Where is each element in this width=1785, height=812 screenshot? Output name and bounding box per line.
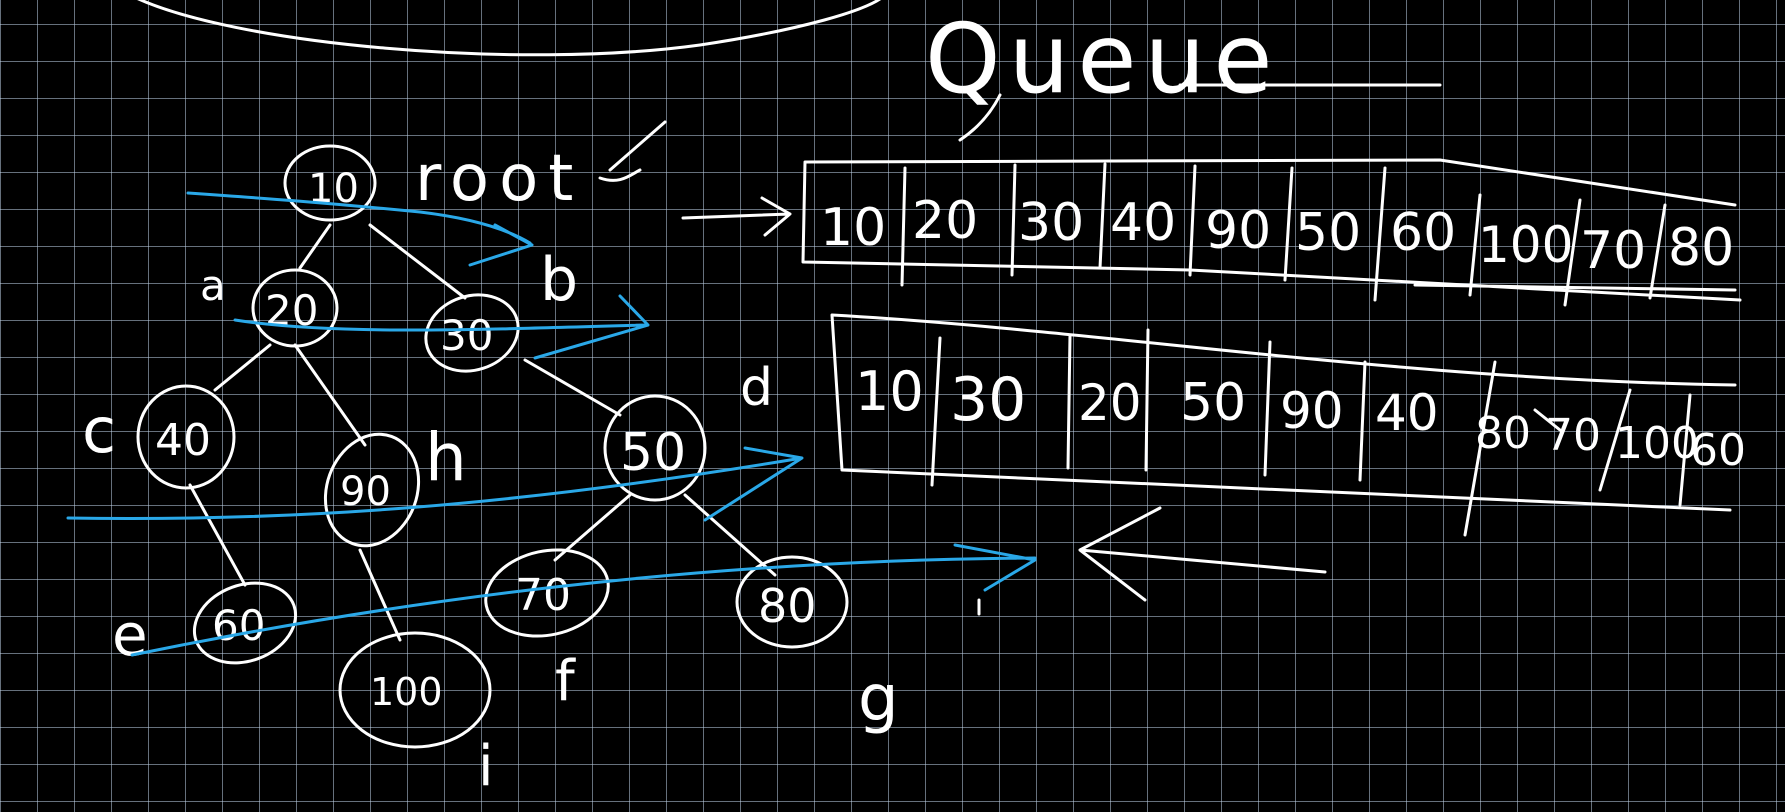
queue-top-cell: 90: [1205, 201, 1271, 261]
queue-top-outline: [801, 158, 1742, 302]
tree-node: 80 g: [735, 555, 899, 736]
queue-bottom-cell: 60: [1690, 425, 1746, 476]
queue-bottom: 10 30 20 50 90 40 80 70 100 60: [830, 313, 1746, 602]
tree-node: 10: [283, 144, 377, 222]
traversal-arrow-level0: [186, 191, 534, 267]
node-tag: g: [858, 662, 899, 736]
node-value: 50: [620, 423, 686, 483]
edge-20-40: [213, 343, 272, 392]
root-underline-hook: [598, 120, 667, 182]
queue-top-cell: 70: [1580, 221, 1646, 281]
queue-top-cell: 50: [1295, 203, 1361, 263]
tree-node: 30 b: [424, 245, 578, 373]
queue-bottom-cell: 40: [1375, 384, 1439, 442]
queue-top-cell: 60: [1390, 203, 1456, 263]
node-tag: b: [540, 245, 578, 315]
queue-bottom-cell: 30: [950, 365, 1026, 435]
tree-node: 50 d: [603, 358, 773, 502]
edge-90-100: [358, 548, 402, 642]
node-value: 100: [370, 670, 443, 714]
queue-top-cell: 10: [820, 198, 886, 258]
queue-bottom-dividers: [930, 328, 1692, 537]
node-tag: a: [200, 261, 226, 310]
queue-top-cell: 20: [912, 191, 978, 251]
node-value: 30: [440, 311, 493, 360]
queue-top: 10 20 30 40 90 50 60 100 70 80: [681, 158, 1742, 307]
heading-tail: [958, 93, 1002, 142]
node-tag: h: [425, 419, 467, 496]
traversal-arrow-level2: [66, 446, 804, 522]
queue-bottom-cell: 20: [1078, 374, 1142, 432]
heading-queue: Queue: [925, 3, 1280, 115]
node-tag: e: [112, 601, 148, 669]
oval-fragment: [137, 0, 882, 57]
tree-nodes: 10 20 a 30 b 40 c 90 h 50 d 60: [82, 144, 899, 799]
tree-node: 60 e: [112, 581, 298, 669]
traversal-arrow-level3: [130, 543, 1037, 657]
node-value: 40: [155, 415, 211, 466]
queue-top-cell: 40: [1110, 193, 1176, 253]
tree-node: 40 c: [82, 384, 236, 490]
tree-node: 90 h: [323, 419, 467, 548]
tree-node: 100 i: [338, 631, 494, 799]
edge-10-30: [368, 223, 467, 300]
node-value: 90: [340, 469, 391, 515]
node-tag: c: [82, 394, 116, 467]
queue-bottom-cell: 100: [1615, 418, 1699, 469]
queue-top-cell: 100: [1478, 216, 1573, 274]
node-tag: i: [478, 734, 494, 799]
edge-10-20: [298, 223, 332, 270]
queue-bottom-arrow: [1078, 506, 1327, 602]
tree-node: 70 f: [484, 548, 610, 714]
node-tag: f: [555, 649, 576, 714]
queue-top-cell: 30: [1018, 193, 1084, 253]
tree-node: 20 a: [200, 261, 339, 348]
queue-top-cell: 80: [1668, 218, 1734, 278]
edge-30-50: [523, 358, 622, 417]
traversal-strokes: [66, 191, 1037, 657]
traversal-arrow-level1: [233, 294, 650, 360]
node-value: 60: [212, 601, 265, 650]
queue-bottom-cell: 80: [1475, 408, 1531, 459]
node-value: 80: [758, 579, 817, 633]
root-label: root: [415, 142, 583, 216]
node-value: 70: [515, 570, 571, 621]
edge-40-60: [188, 483, 247, 587]
edge-50-80: [683, 493, 777, 577]
queue-top-arrow: [681, 196, 792, 237]
node-tag: d: [740, 358, 773, 418]
edge-20-90: [293, 343, 367, 447]
queue-top-dividers: [900, 162, 1667, 307]
queue-bottom-cell: 50: [1180, 373, 1246, 433]
queue-bottom-cell: 90: [1280, 382, 1344, 440]
queue-bottom-cell: 70: [1545, 410, 1601, 461]
queue-bottom-cell: 10: [855, 360, 924, 423]
